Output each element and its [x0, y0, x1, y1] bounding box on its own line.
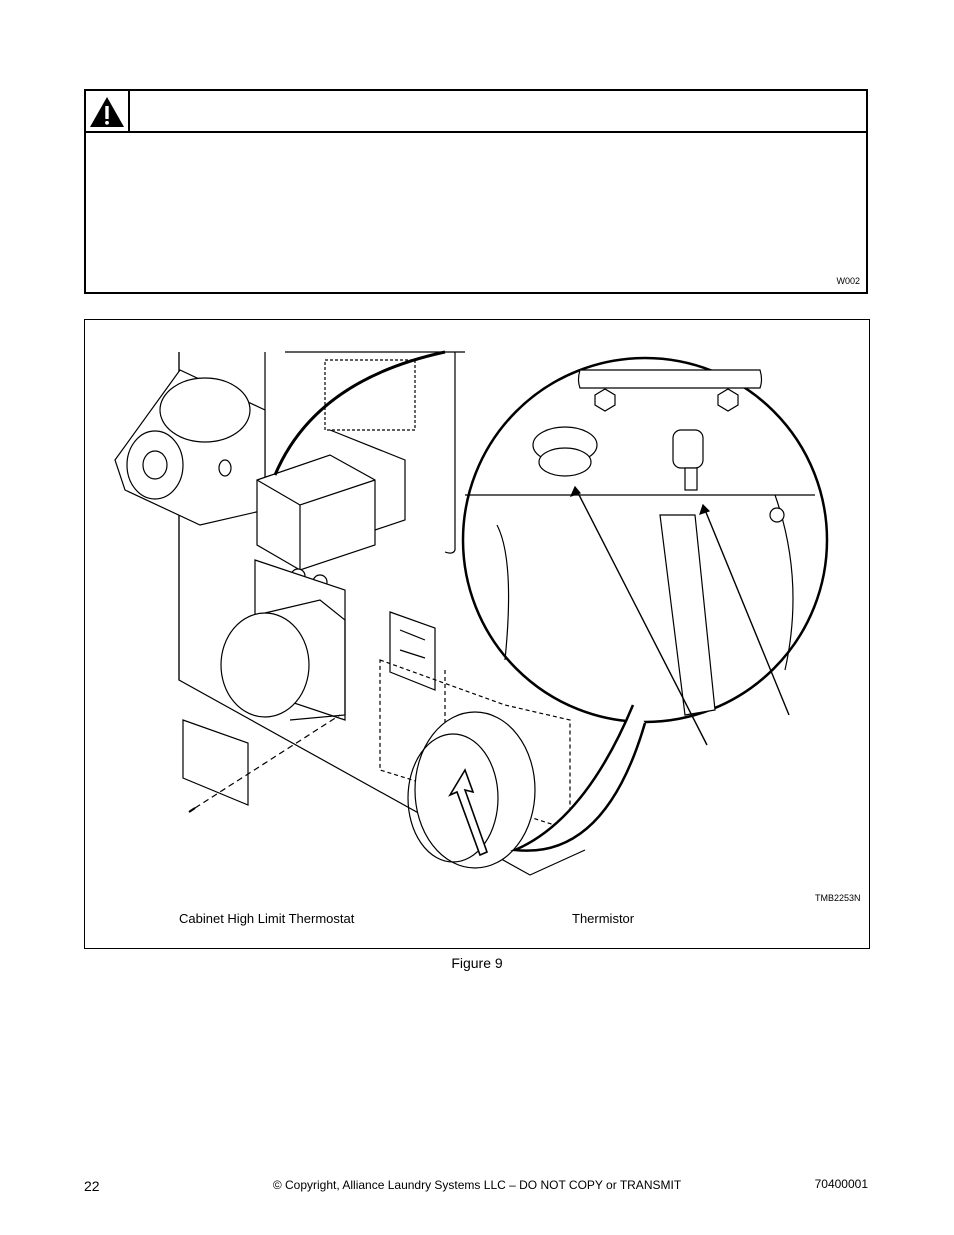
warning-header — [86, 91, 866, 133]
page-number: 22 — [84, 1178, 100, 1194]
figure-box: TMB2253N Cabinet High Limit Thermostat T… — [84, 319, 870, 949]
warning-triangle-icon — [90, 97, 124, 127]
figure-caption: Figure 9 — [451, 955, 503, 971]
warning-code: W002 — [836, 276, 860, 286]
dryer-burner-illustration — [114, 350, 829, 876]
figure-image-code: TMB2253N — [815, 893, 861, 903]
copyright-notice: © Copyright, Alliance Laundry Systems LL… — [272, 1178, 682, 1192]
label-thermistor: Thermistor — [572, 911, 635, 926]
document-number: 70400001 — [814, 1177, 868, 1191]
warning-box: W002 — [84, 89, 868, 294]
label-cabinet-high-limit-thermostat: Cabinet High Limit Thermostat — [179, 911, 355, 926]
warning-icon-cell — [86, 91, 130, 131]
